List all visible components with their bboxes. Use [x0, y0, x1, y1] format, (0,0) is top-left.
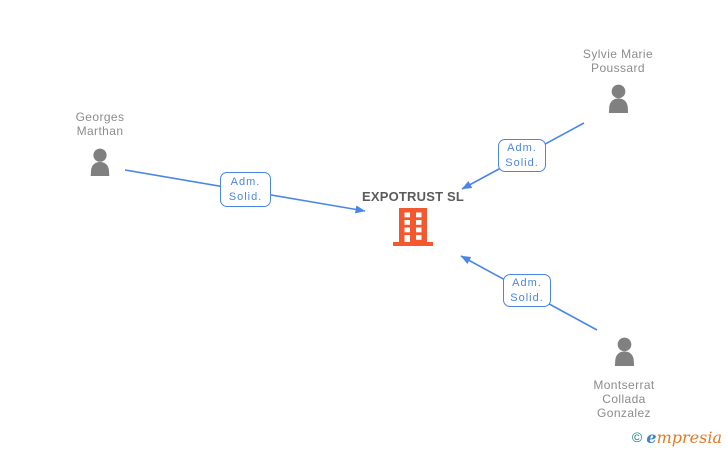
person-icon: [603, 84, 634, 118]
empresia-watermark[interactable]: © empresia: [632, 428, 722, 447]
company-name: EXPOTRUST SL: [361, 189, 465, 204]
brand-name: empresia: [646, 428, 722, 447]
person-name: Georges Marthan: [75, 110, 125, 138]
edge-label-adm-solid-montserrat: Adm. Solid.: [503, 274, 551, 307]
brand-initial: e: [646, 428, 657, 447]
company-node-expotrust-sl[interactable]: EXPOTRUST SL: [353, 189, 473, 251]
brand-rest: mpresia: [656, 428, 722, 447]
person-icon: [85, 148, 115, 181]
person-node-georges-marthan[interactable]: Georges Marthan: [45, 110, 155, 181]
edge-label-adm-solid-sylvie: Adm. Solid.: [498, 139, 546, 172]
copyright-icon: ©: [631, 429, 643, 445]
person-name: Sylvie Marie Poussard: [582, 47, 654, 75]
person-name: Montserrat Collada Gonzalez: [593, 378, 655, 420]
edge-label-adm-solid-georges: Adm. Solid.: [220, 172, 271, 207]
building-icon: [353, 208, 473, 251]
person-node-montserrat-collada-gonzalez[interactable]: Montserrat Collada Gonzalez: [568, 337, 680, 420]
person-node-sylvie-marie-poussard[interactable]: Sylvie Marie Poussard: [563, 47, 673, 118]
person-icon: [609, 337, 640, 371]
